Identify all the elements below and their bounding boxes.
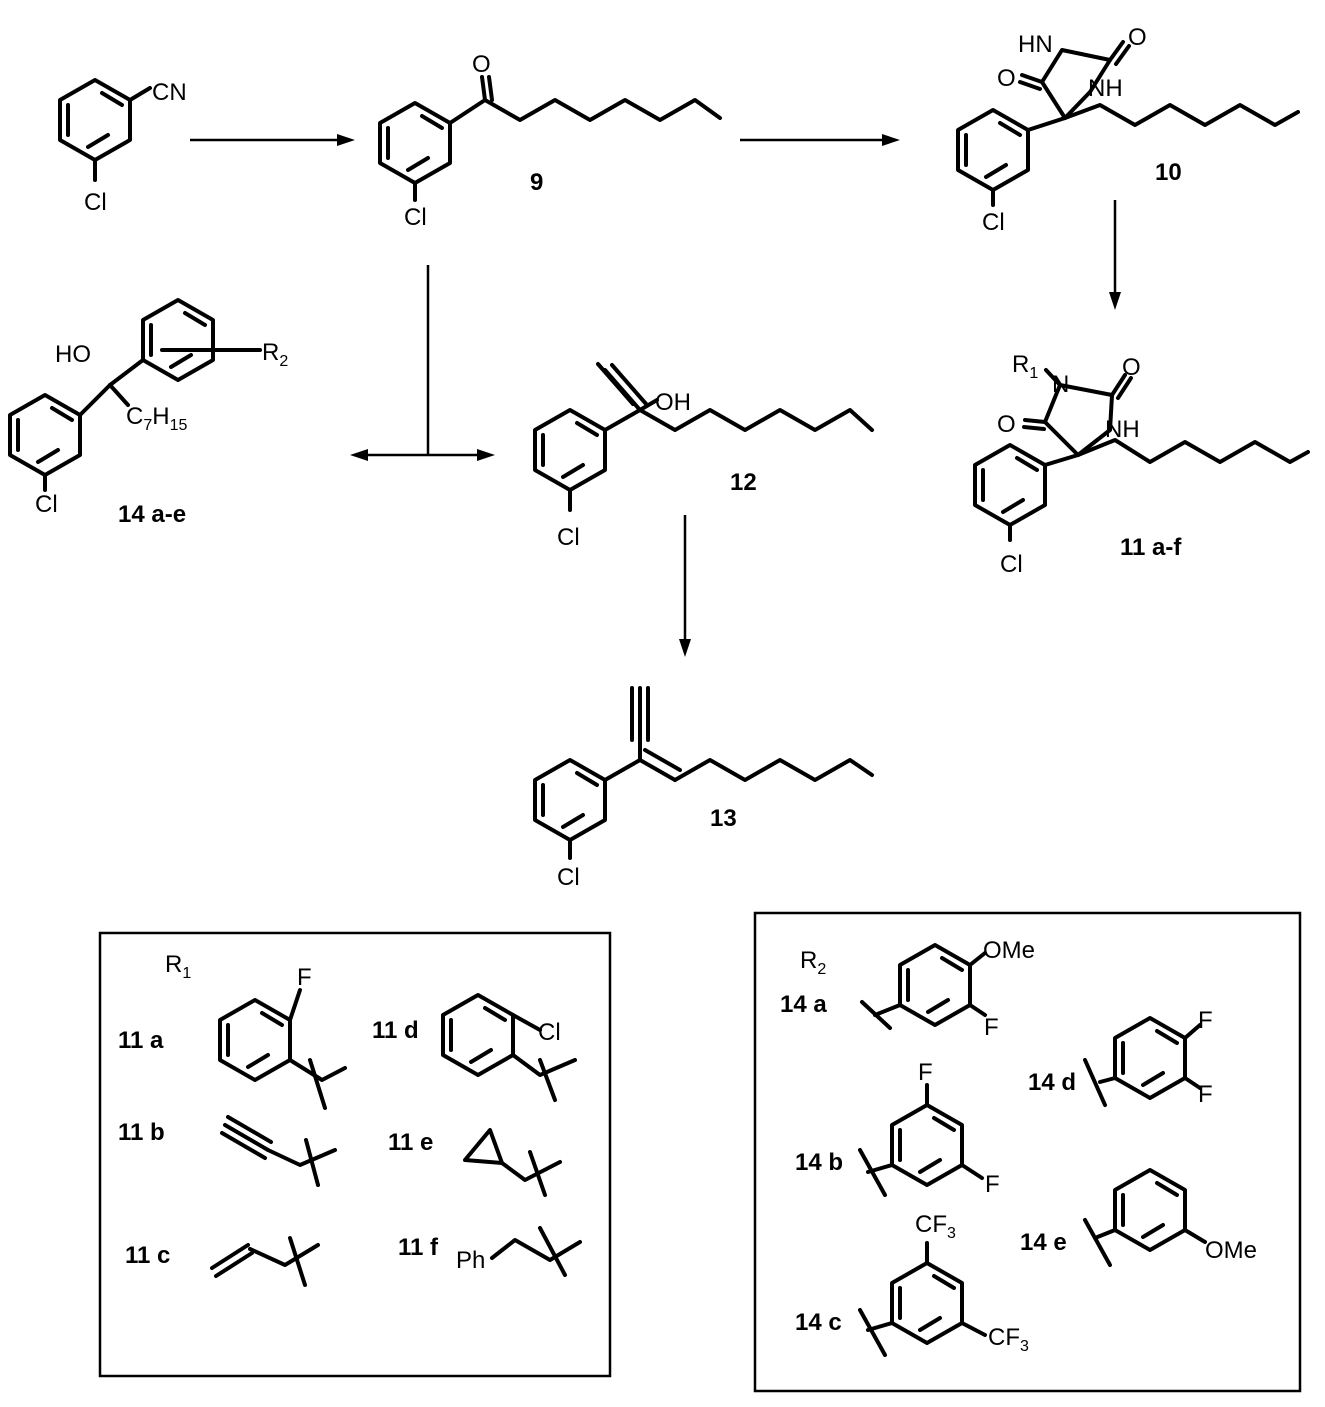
chloro-label: Cl	[557, 864, 580, 891]
substituent-11f: 11 f Ph	[398, 1228, 580, 1275]
substituent-11c: 11 c	[125, 1238, 318, 1285]
fluoro-label-2: F	[985, 1171, 1000, 1198]
hydroxyl-label: HO	[55, 341, 91, 368]
arrow-9-to-10	[740, 134, 900, 146]
carbonyl-oxygen-label-2: O	[997, 411, 1016, 438]
label-11d: 11 d	[372, 1017, 419, 1044]
hn-label: HN	[1018, 31, 1053, 58]
substituent-11e: 11 e	[388, 1129, 560, 1195]
compound-12-structure: OH Cl 12	[535, 364, 872, 551]
label-11c: 11 c	[125, 1242, 170, 1269]
chloro-label: Cl	[557, 524, 580, 551]
n-label: N	[1052, 371, 1069, 398]
substituent-14e: 14 e OMe	[1020, 1170, 1257, 1265]
substituent-14c: 14 c CF3 CF3	[795, 1211, 1029, 1355]
substituent-11b: 11 b	[118, 1117, 335, 1185]
compound-10-number: 10	[1155, 159, 1182, 186]
r2-label: R2	[262, 339, 288, 370]
chloro-label: Cl	[1000, 551, 1023, 578]
fluoro-label: F	[984, 1014, 999, 1041]
r1-label: R1	[1012, 351, 1038, 382]
r2-box-header: R2	[800, 947, 826, 978]
compound-13-number: 13	[710, 805, 737, 832]
r1-box-header: R1	[165, 951, 191, 982]
label-11a: 11 a	[118, 1027, 164, 1054]
substituent-11d: 11 d Cl	[372, 995, 575, 1100]
phenyl-label: Ph	[456, 1247, 485, 1274]
label-14e: 14 e	[1020, 1229, 1067, 1256]
methoxy-label: OMe	[1205, 1237, 1257, 1264]
hydroxyl-label: OH	[655, 389, 691, 416]
methoxy-label: OMe	[983, 937, 1035, 964]
label-14d: 14 d	[1028, 1069, 1076, 1096]
label-11f: 11 f	[398, 1234, 439, 1261]
heptyl-label: C7H15	[126, 403, 187, 434]
compound-14-number: 14 a-e	[118, 501, 186, 528]
trifluoromethyl-label-2: CF3	[988, 1324, 1029, 1355]
starting-material-structure: CN Cl	[60, 79, 187, 216]
r1-substituent-box: R1 11 a F 11 b 11 c	[100, 933, 610, 1376]
chloro-label: Cl	[982, 209, 1005, 236]
label-11b: 11 b	[118, 1119, 165, 1146]
chloro-label: Cl	[35, 491, 58, 518]
compound-13-structure: Cl 13	[535, 688, 872, 891]
chloro-label: Cl	[538, 1019, 561, 1046]
fluoro-label-2: F	[1198, 1081, 1213, 1108]
nh-label: NH	[1088, 75, 1123, 102]
substituent-14d: 14 d F F	[1028, 1007, 1213, 1108]
compound-12-number: 12	[730, 469, 757, 496]
compound-11-number: 11 a-f	[1120, 534, 1182, 561]
arrow-10-to-11	[1109, 200, 1121, 310]
carbonyl-oxygen-label: O	[1122, 354, 1141, 381]
compound-14-structure: HO R2 C7H15 Cl 14 a-e	[10, 300, 288, 528]
label-14b: 14 b	[795, 1149, 843, 1176]
compound-9-number: 9	[530, 169, 543, 196]
nitrile-label: CN	[152, 79, 187, 106]
arrow-start-to-9	[190, 134, 355, 146]
label-11e: 11 e	[388, 1129, 433, 1156]
substituent-14b: 14 b F F	[795, 1059, 1000, 1198]
substituent-11a: 11 a F	[118, 964, 345, 1108]
r2-substituent-box: R2 14 a OMe F 14 b F F	[755, 913, 1300, 1391]
nh-label: NH	[1105, 416, 1140, 443]
fluoro-label: F	[918, 1059, 933, 1086]
carbonyl-oxygen-label: O	[1128, 24, 1147, 51]
carbonyl-oxygen-label-2: O	[997, 65, 1016, 92]
chloro-label: Cl	[84, 189, 107, 216]
ketone-oxygen-label: O	[472, 51, 491, 78]
chloro-label: Cl	[404, 204, 427, 231]
trifluoromethyl-label: CF3	[915, 1211, 956, 1242]
fluoro-label: F	[1198, 1007, 1213, 1034]
compound-10-structure: HN O NH O Cl 10	[958, 24, 1298, 236]
compound-9-structure: O Cl 9	[380, 51, 720, 231]
fluoro-label: F	[297, 964, 312, 991]
label-14a: 14 a	[780, 991, 827, 1018]
compound-11-structure: R1 N O NH O Cl 11 a-f	[975, 351, 1308, 578]
label-14c: 14 c	[795, 1309, 842, 1336]
substituent-14a: 14 a OMe F	[780, 937, 1035, 1041]
arrow-12-to-13	[679, 515, 691, 657]
arrow-9-to-12-and-14	[350, 265, 495, 461]
